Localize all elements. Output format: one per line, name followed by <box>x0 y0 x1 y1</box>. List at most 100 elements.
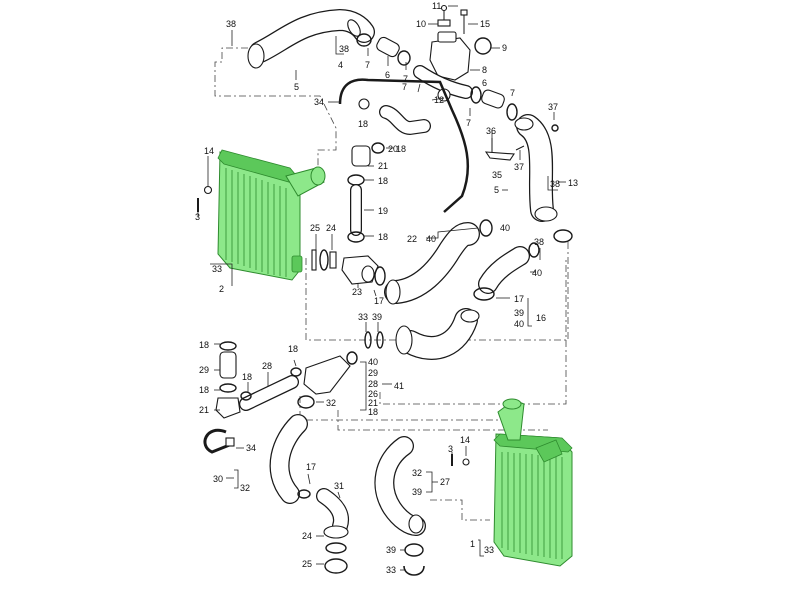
callout-15: 15 <box>480 19 490 29</box>
hose-29 <box>215 341 241 419</box>
callout-5: 5 <box>294 82 299 92</box>
callout-31: 31 <box>334 481 344 491</box>
callout-33: 33 <box>484 545 494 555</box>
callout-32: 32 <box>240 483 250 493</box>
callout-36: 36 <box>486 126 496 136</box>
callout-25: 25 <box>310 223 320 233</box>
callout-24: 24 <box>302 531 312 541</box>
screw-14-3-left <box>197 185 213 212</box>
callout-18: 18 <box>199 385 209 395</box>
callout-21: 21 <box>368 398 378 408</box>
vent-line-34-lower <box>203 428 235 454</box>
callout-labels: 38 4 38 5 7 7 6 11 10 15 9 8 7 12 7 6 7 … <box>195 1 578 575</box>
callout-40: 40 <box>532 268 542 278</box>
callout-28: 28 <box>368 379 378 389</box>
callout-38: 38 <box>339 44 349 54</box>
tee-fitting-23 <box>341 255 386 286</box>
callout-10: 10 <box>416 19 426 29</box>
callout-40: 40 <box>500 223 510 233</box>
callout-34: 34 <box>246 443 256 453</box>
callout-18: 18 <box>199 340 209 350</box>
intercooler-right <box>493 398 573 567</box>
callout-32: 32 <box>326 398 336 408</box>
callout-14: 14 <box>460 435 470 445</box>
callout-18: 18 <box>242 372 252 382</box>
callout-23: 23 <box>352 287 362 297</box>
callout-19: 19 <box>378 206 388 216</box>
hose-40-right <box>473 242 540 301</box>
hose-20 <box>351 98 431 167</box>
callout-39: 39 <box>412 487 422 497</box>
hose-16 <box>364 308 480 360</box>
callout-18: 18 <box>378 176 388 186</box>
hose-22 <box>384 219 493 305</box>
callout-13: 13 <box>568 178 578 188</box>
callout-18: 18 <box>368 407 378 417</box>
callout-3: 3 <box>195 212 200 222</box>
callout-7: 7 <box>403 74 408 84</box>
callout-37: 37 <box>548 102 558 112</box>
sensor-bolts <box>437 4 468 34</box>
pipe-41 <box>303 351 358 395</box>
callout-12: 12 <box>434 95 444 105</box>
callout-9: 9 <box>502 43 507 53</box>
callout-4: 4 <box>338 60 343 70</box>
bracket-35 <box>484 138 525 161</box>
callout-18: 18 <box>358 119 368 129</box>
callout-39: 39 <box>514 308 524 318</box>
callout-17: 17 <box>514 294 524 304</box>
callout-38: 38 <box>534 237 544 247</box>
callout-33: 33 <box>386 565 396 575</box>
screw-14-3-right <box>451 454 470 466</box>
callout-40: 40 <box>368 357 378 367</box>
callout-21: 21 <box>199 405 209 415</box>
callout-33: 33 <box>212 264 222 274</box>
callout-16: 16 <box>536 313 546 323</box>
callout-32: 32 <box>412 468 422 478</box>
upper-air-duct <box>247 9 375 69</box>
callout-6: 6 <box>385 70 390 80</box>
callout-29: 29 <box>199 365 209 375</box>
hose-30 <box>269 414 311 504</box>
callout-33: 33 <box>358 312 368 322</box>
callout-38: 38 <box>226 19 236 29</box>
callout-37: 37 <box>514 162 524 172</box>
callout-40: 40 <box>514 319 524 329</box>
callout-39: 39 <box>386 545 396 555</box>
callout-8: 8 <box>482 65 487 75</box>
callout-39: 39 <box>372 312 382 322</box>
callout-14: 14 <box>204 146 214 156</box>
callout-22: 22 <box>407 234 417 244</box>
callout-34: 34 <box>314 97 324 107</box>
callout-17: 17 <box>374 296 384 306</box>
callout-7: 7 <box>510 88 515 98</box>
callout-5: 5 <box>494 185 499 195</box>
pipe-13 <box>514 114 573 243</box>
callout-17: 17 <box>306 462 316 472</box>
intercooler-left <box>217 149 326 281</box>
hose-27 <box>374 436 426 576</box>
callout-6: 6 <box>482 78 487 88</box>
hose-31 <box>316 488 349 574</box>
callout-18: 18 <box>288 344 298 354</box>
hose-19 <box>347 174 365 243</box>
callout-29: 29 <box>368 368 378 378</box>
clamp-6-right <box>470 86 518 121</box>
callout-1: 1 <box>470 539 475 549</box>
callout-21: 21 <box>378 161 388 171</box>
callout-24: 24 <box>326 223 336 233</box>
callout-18: 18 <box>396 144 406 154</box>
callout-25: 25 <box>302 559 312 569</box>
leader-lines <box>197 5 566 571</box>
callout-30: 30 <box>213 474 223 484</box>
callout-3: 3 <box>448 444 453 454</box>
clamp-32 <box>297 395 315 409</box>
callout-11: 11 <box>432 1 441 11</box>
callout-26: 26 <box>368 389 378 399</box>
callout-35: 35 <box>492 170 502 180</box>
callout-27: 27 <box>440 477 450 487</box>
callout-20: 20 <box>388 144 398 154</box>
vent-pipe-34 <box>338 78 470 213</box>
callout-2: 2 <box>219 284 224 294</box>
